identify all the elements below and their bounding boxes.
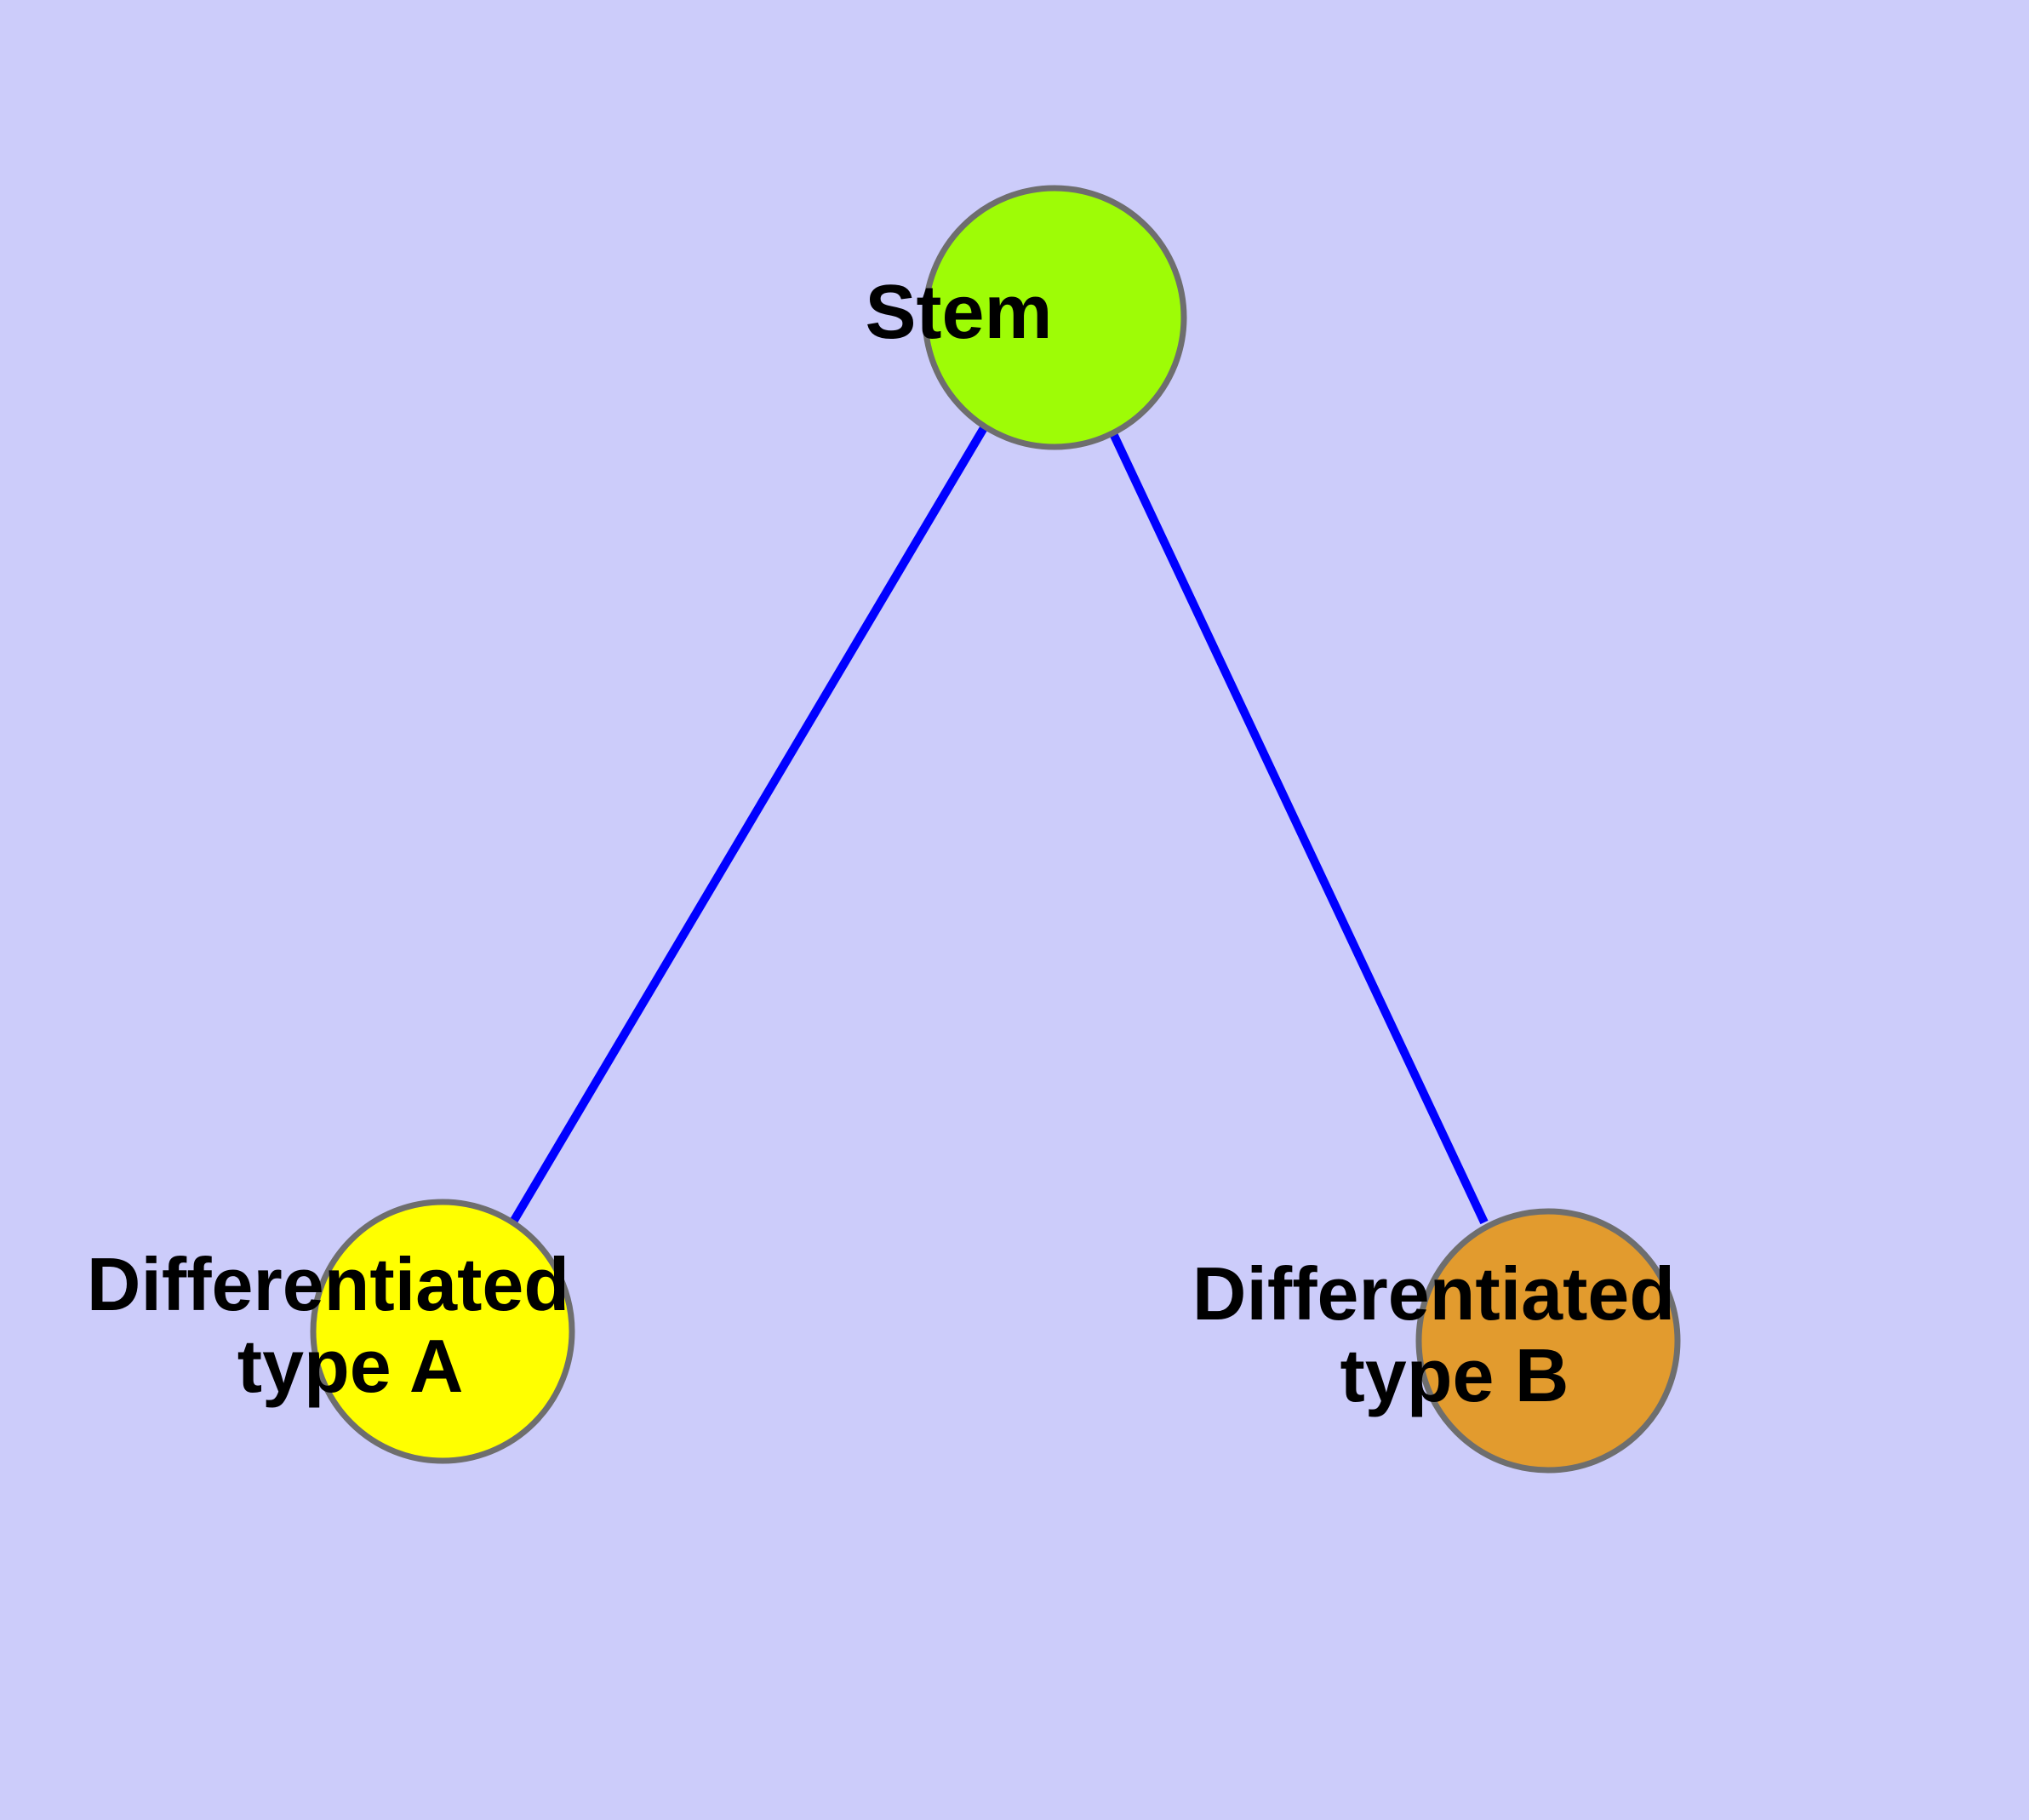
node-layer: Stem Differentiated type A Differentiate…: [0, 0, 1904, 1474]
edge-layer: [508, 424, 1489, 1226]
node-differentiated-type-a-label-line-2: type A: [237, 1324, 462, 1408]
node-differentiated-type-b-label-line-1: Differentiated: [1192, 1251, 1675, 1336]
node-differentiated-type-b[interactable]: Differentiated type B: [0, 0, 1904, 1474]
node-differentiated-type-b-label-line-2: type B: [1340, 1333, 1569, 1417]
node-differentiated-type-a-label-line-1: Differentiated: [87, 1242, 569, 1326]
node-stem[interactable]: Stem: [0, 0, 1244, 450]
node-differentiated-type-a-label: Differentiated type A: [0, 0, 798, 1408]
edge-stem-to-differentiated-type-b[interactable]: [1106, 426, 1489, 1225]
node-differentiated-type-b-circle[interactable]: [1415, 1208, 1681, 1474]
node-differentiated-type-a[interactable]: Differentiated type A: [0, 0, 798, 1464]
node-stem-circle[interactable]: [922, 185, 1187, 450]
node-differentiated-type-b-label: Differentiated type B: [1192, 1251, 1675, 1417]
edge-stem-to-differentiated-type-a[interactable]: [508, 424, 989, 1226]
node-stem-label: Stem: [0, 0, 1244, 355]
node-differentiated-type-a-circle[interactable]: [310, 1199, 575, 1464]
node-stem-label-line-1: Stem: [865, 270, 1052, 355]
